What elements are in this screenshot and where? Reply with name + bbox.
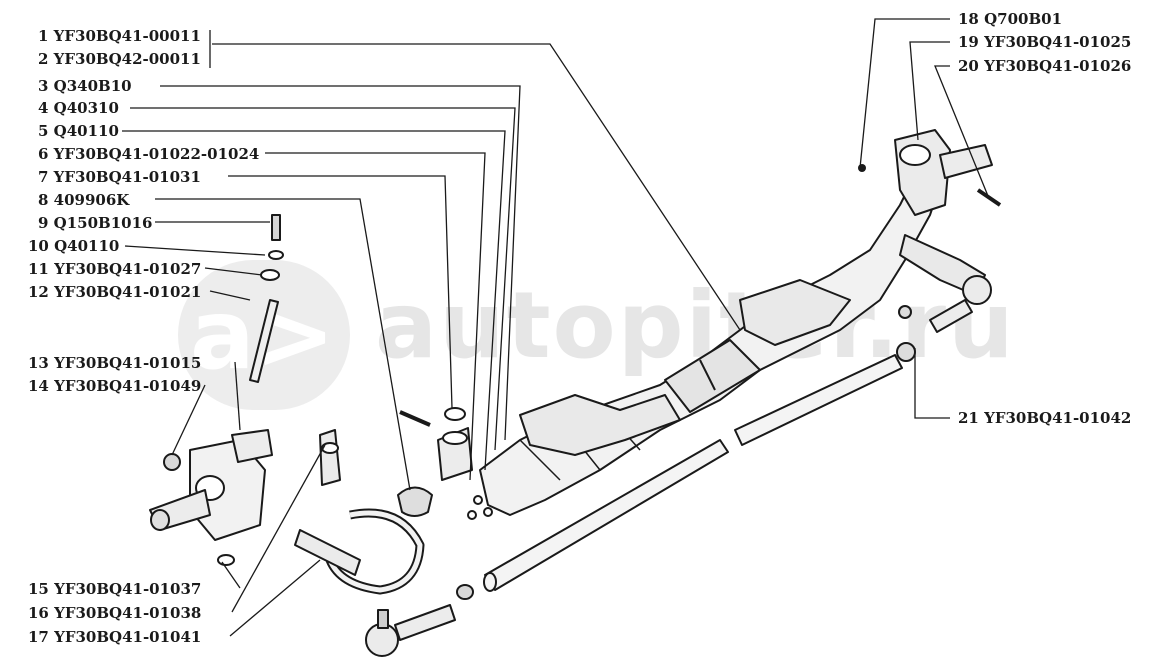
part-label-16: 16 YF30BQ41-01038 [28, 604, 202, 622]
part-label-2: 2 YF30BQ42-00011 [38, 50, 201, 68]
part-label-6: 6 YF30BQ41-01022-01024 [38, 145, 260, 163]
part-label-8: 8 409906K [38, 191, 130, 209]
left-knuckle-assembly [149, 214, 493, 595]
part-label-18: 18 Q700B01 [958, 10, 1063, 28]
part-label-13: 13 YF30BQ41-01015 [28, 354, 202, 372]
part-label-1: 1 YF30BQ41-00011 [38, 27, 201, 45]
part-label-9: 9 Q150B1016 [38, 214, 153, 232]
part-label-15: 15 YF30BQ41-01037 [28, 580, 202, 598]
tie-rod [365, 299, 973, 657]
part-label-12: 12 YF30BQ41-01021 [28, 283, 202, 301]
label-markers [858, 164, 866, 172]
part-label-20: 20 YF30BQ41-01026 [958, 57, 1132, 75]
part-label-10: 10 Q40110 [28, 237, 120, 255]
part-label-7: 7 YF30BQ41-01031 [38, 168, 201, 186]
part-label-14: 14 YF30BQ41-01049 [28, 377, 202, 395]
axle-beam [479, 129, 1002, 516]
part-label-3: 3 Q340B10 [38, 77, 132, 95]
part-label-11: 11 YF30BQ41-01027 [28, 260, 202, 278]
part-label-4: 4 Q40310 [38, 99, 119, 117]
part-label-19: 19 YF30BQ41-01025 [958, 33, 1132, 51]
part-label-5: 5 Q40110 [38, 122, 119, 140]
part-label-17: 17 YF30BQ41-01041 [28, 628, 202, 646]
part-label-21: 21 YF30BQ41-01042 [958, 409, 1132, 427]
leader-lines [122, 18, 989, 637]
